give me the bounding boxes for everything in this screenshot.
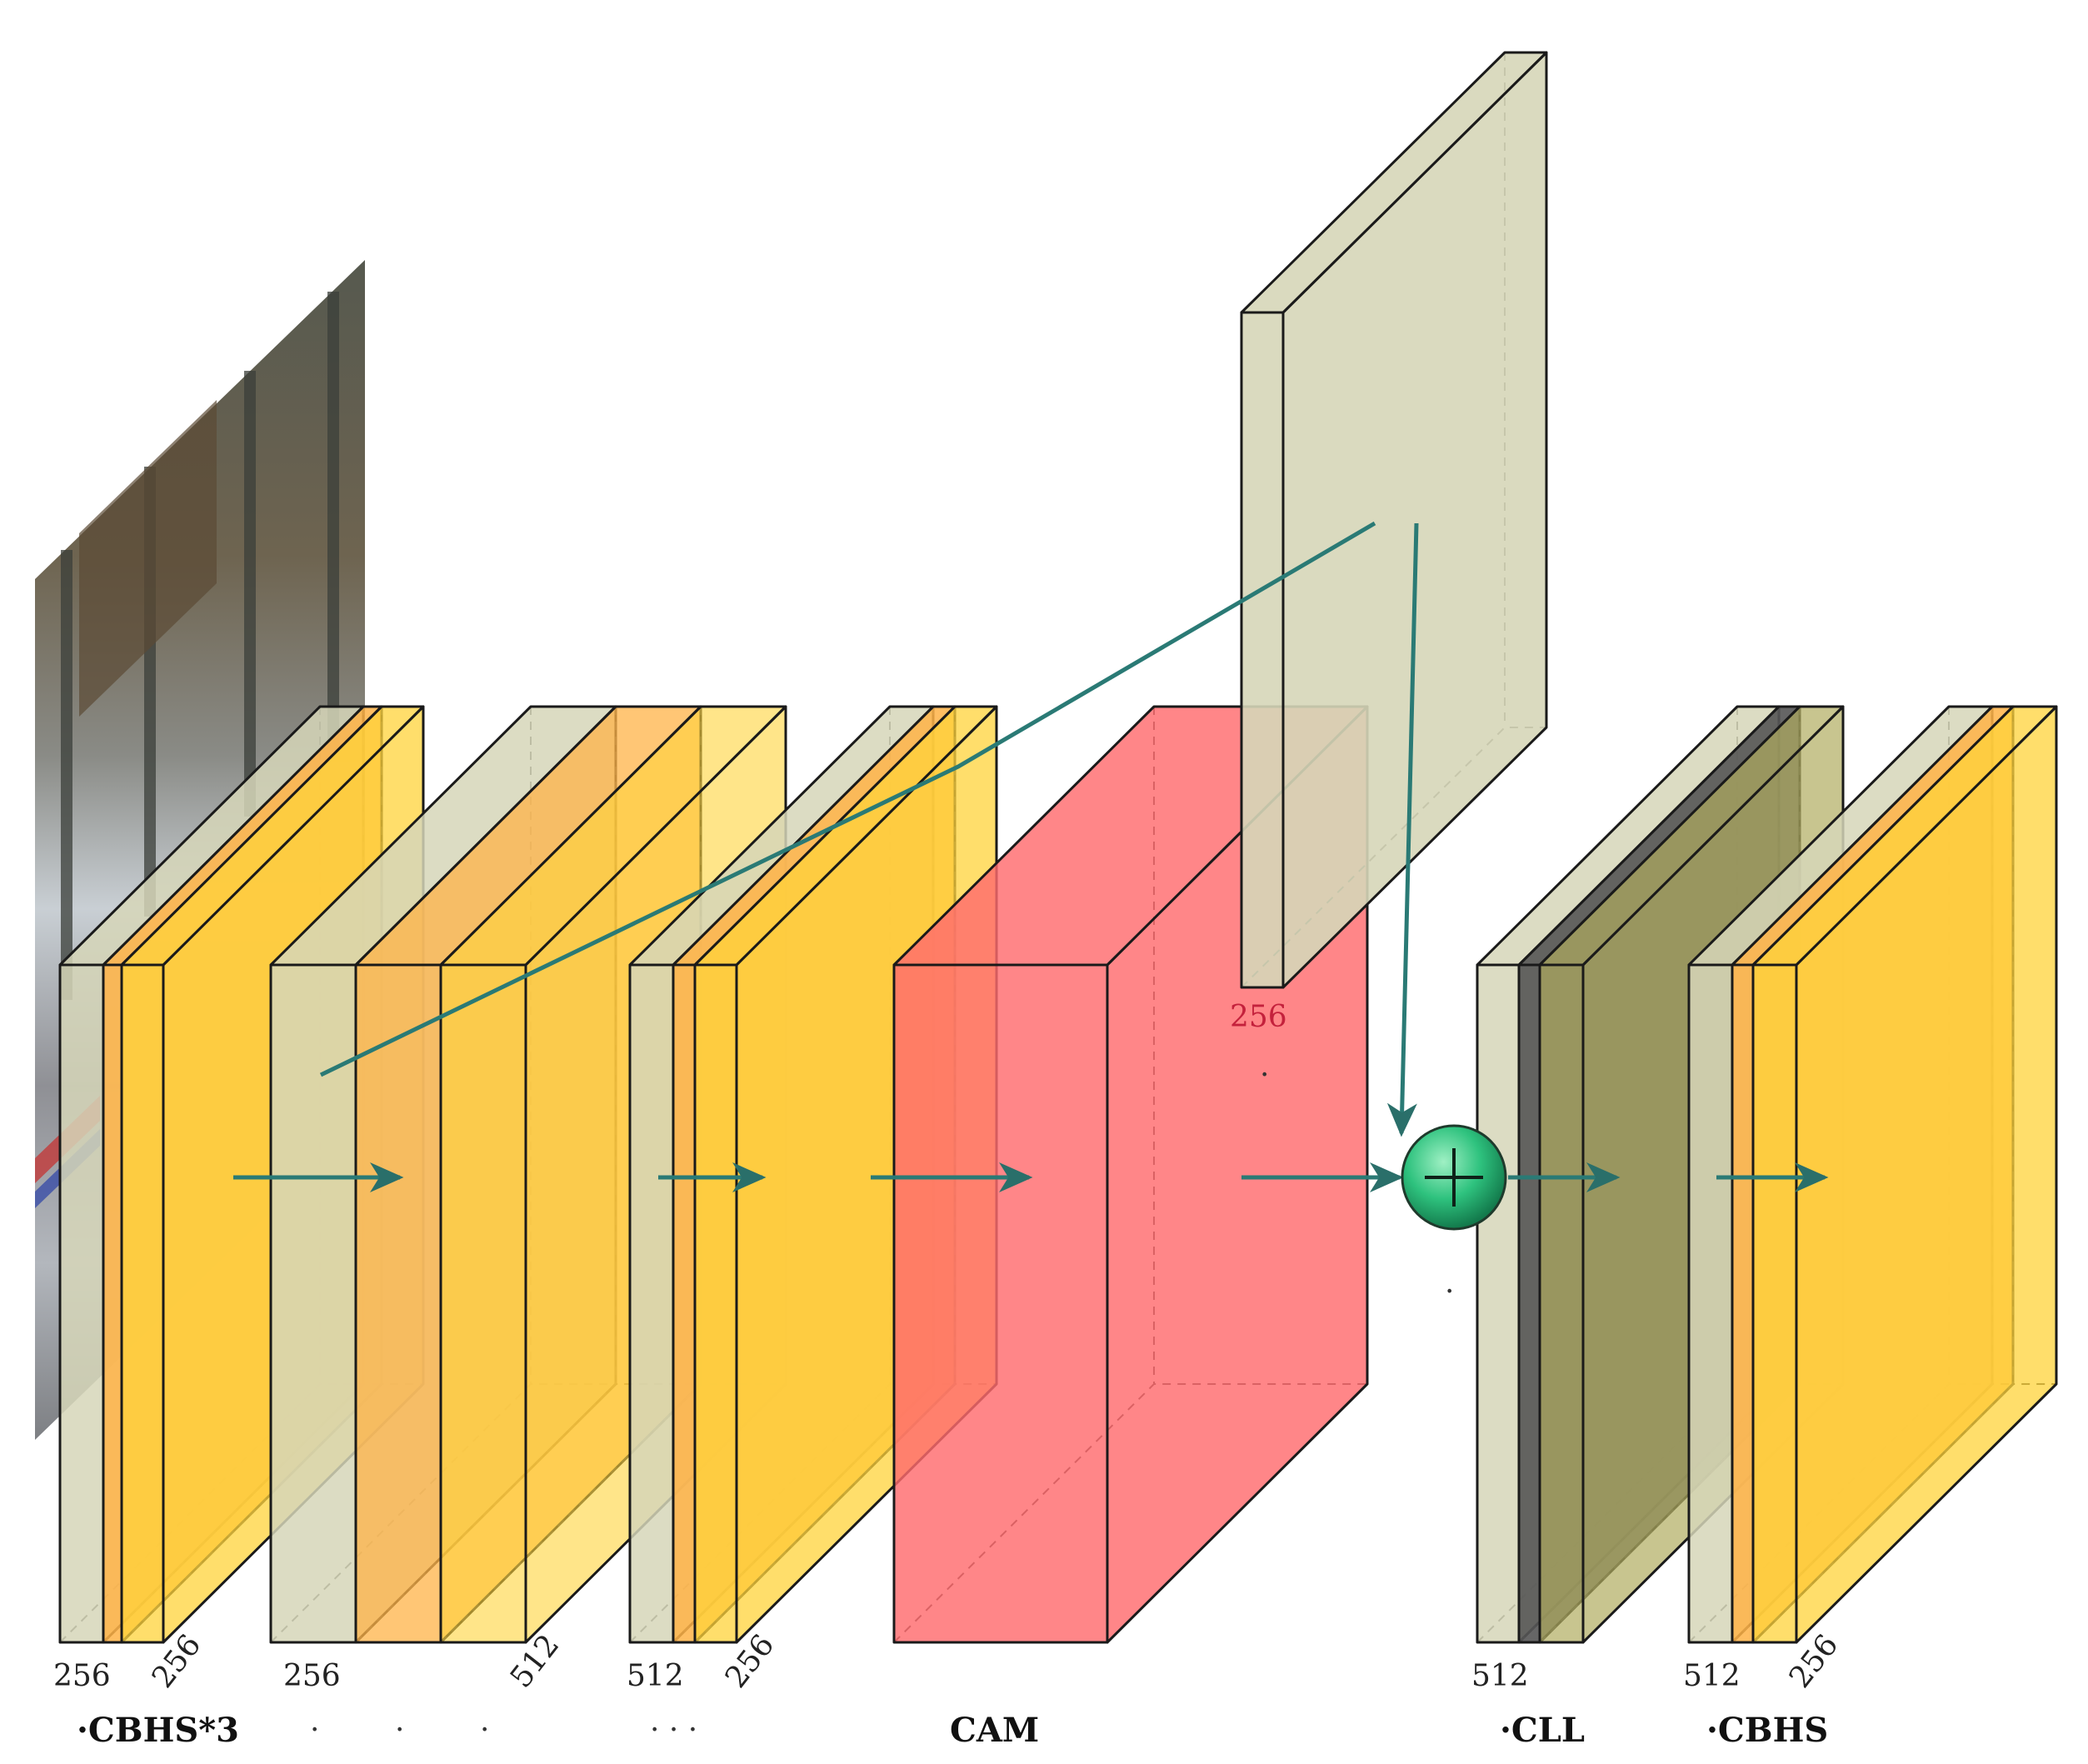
caption-dots-b: · xyxy=(395,1713,404,1747)
caption-dots-a: · xyxy=(310,1713,319,1747)
caption-dot-f: · xyxy=(1445,1275,1454,1309)
layer-boxes xyxy=(58,51,2058,1644)
captions: ·CBHS*3 · · · · · · CAM ·CLL ·CBHS · · xyxy=(77,1058,1828,1750)
branch-dim: 256 xyxy=(1230,1000,1287,1034)
sum-node xyxy=(1401,1124,1507,1231)
block3-dim-a: 512 xyxy=(627,1659,684,1693)
block2-dim-a: 256 xyxy=(283,1659,341,1693)
caption-cbhs3: ·CBHS*3 xyxy=(77,1711,239,1750)
block1-dim-a: 256 xyxy=(53,1659,111,1693)
caption-cll: ·CLL xyxy=(1500,1711,1585,1750)
caption-cam: CAM xyxy=(950,1711,1039,1750)
caption-dots-c: · xyxy=(480,1713,489,1747)
skip-connection-line xyxy=(319,521,1376,1077)
caption-dot-e: · xyxy=(1260,1058,1269,1092)
cbhs-act xyxy=(1751,705,2058,1644)
cbhs-dim-a: 512 xyxy=(1683,1659,1741,1693)
cll-dim: 512 xyxy=(1471,1659,1529,1693)
caption-dots-d: · · · xyxy=(650,1713,697,1747)
connections xyxy=(233,521,1829,1192)
branch-conv xyxy=(1240,51,1548,989)
caption-cbhs: ·CBHS xyxy=(1706,1711,1828,1750)
branch-down-line xyxy=(1386,522,1419,1137)
